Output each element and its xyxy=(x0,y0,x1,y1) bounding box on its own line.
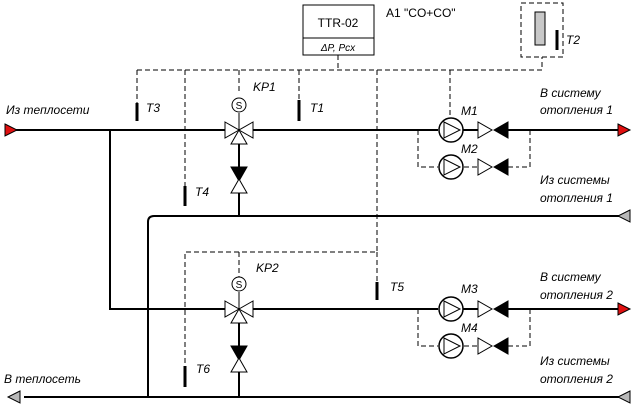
supply-1-label-line1: В систему xyxy=(540,86,602,100)
controller-model: TTR-02 xyxy=(318,16,359,30)
sensor-t4-label: T4 xyxy=(195,185,209,199)
check-valve-m4-black xyxy=(492,337,509,355)
check-valve-m1-black xyxy=(492,121,509,139)
return-1-arrow-icon xyxy=(616,209,631,223)
actuator-kp2-symbol: S xyxy=(236,280,243,291)
outdoor-sensor-body xyxy=(534,11,546,46)
supply-1-arrow-icon xyxy=(617,123,632,137)
pump-m2-label: M2 xyxy=(461,142,478,156)
pipework xyxy=(14,129,628,398)
pump-m3-label: M3 xyxy=(461,282,478,296)
controller-inputs: ΔP, Pcx xyxy=(320,43,356,54)
check-valve-m2-white xyxy=(477,158,494,176)
sensor-t1-label: T1 xyxy=(310,101,324,115)
valve-kp2-label: KP2 xyxy=(256,261,279,275)
sensor-t2-label: T2 xyxy=(566,33,580,47)
check-valve-m1-white xyxy=(477,121,494,139)
return-1-label-line1: Из системы xyxy=(540,173,610,187)
sensor-t5-label: T5 xyxy=(390,280,404,294)
pump-m1-label: M1 xyxy=(461,104,478,118)
pump-m4-label: M4 xyxy=(461,321,478,335)
return-2-label-line1: Из системы xyxy=(540,354,610,368)
control-wiring xyxy=(136,55,543,366)
valve-kp1-label: KP1 xyxy=(253,80,276,94)
sensor-t6-label: T6 xyxy=(196,362,210,376)
supply-2-label-line1: В систему xyxy=(540,270,602,284)
return-2-arrow-icon xyxy=(616,390,631,404)
controller-title: A1 "CO+CO" xyxy=(386,6,456,20)
check-valve-m2-black xyxy=(492,158,509,176)
return-1-label-line2: отопления 1 xyxy=(540,191,613,205)
actuator-kp2-icon xyxy=(231,276,247,292)
check-valve-1-white xyxy=(230,177,248,194)
valve-kp1[interactable]: S xyxy=(224,97,254,145)
pump-m4[interactable] xyxy=(438,333,464,359)
sensor-t3-label: T3 xyxy=(146,101,160,115)
check-valve-m3-black xyxy=(492,300,509,318)
supply-2-arrow-icon xyxy=(617,302,632,316)
actuator-kp1-icon xyxy=(231,97,247,113)
actuator-kp1-symbol: S xyxy=(236,101,243,112)
check-valve-m4-white xyxy=(477,337,494,355)
valve-kp2[interactable]: S xyxy=(224,276,254,324)
supply-1-label-line2: отопления 1 xyxy=(540,103,613,117)
to-network-arrow-icon xyxy=(6,390,21,404)
check-valve-m3-white xyxy=(477,300,494,318)
supply-2-label-line2: отопления 2 xyxy=(540,288,613,302)
pump-group-1 xyxy=(417,130,531,168)
from-network-label: Из теплосети xyxy=(6,103,90,117)
to-network-label: В теплосеть xyxy=(4,372,81,386)
pump-group-2 xyxy=(417,309,531,347)
return-2-label-line2: отопления 2 xyxy=(540,372,613,386)
controller-box[interactable] xyxy=(302,4,375,56)
check-valve-2-white xyxy=(230,356,248,373)
check-valve-1-black xyxy=(230,166,248,183)
from-network-arrow-icon xyxy=(4,123,19,137)
check-valve-2-black xyxy=(230,345,248,362)
pump-m2[interactable] xyxy=(438,154,464,180)
pump-m3[interactable] xyxy=(438,296,464,322)
pump-m1[interactable] xyxy=(438,117,464,143)
